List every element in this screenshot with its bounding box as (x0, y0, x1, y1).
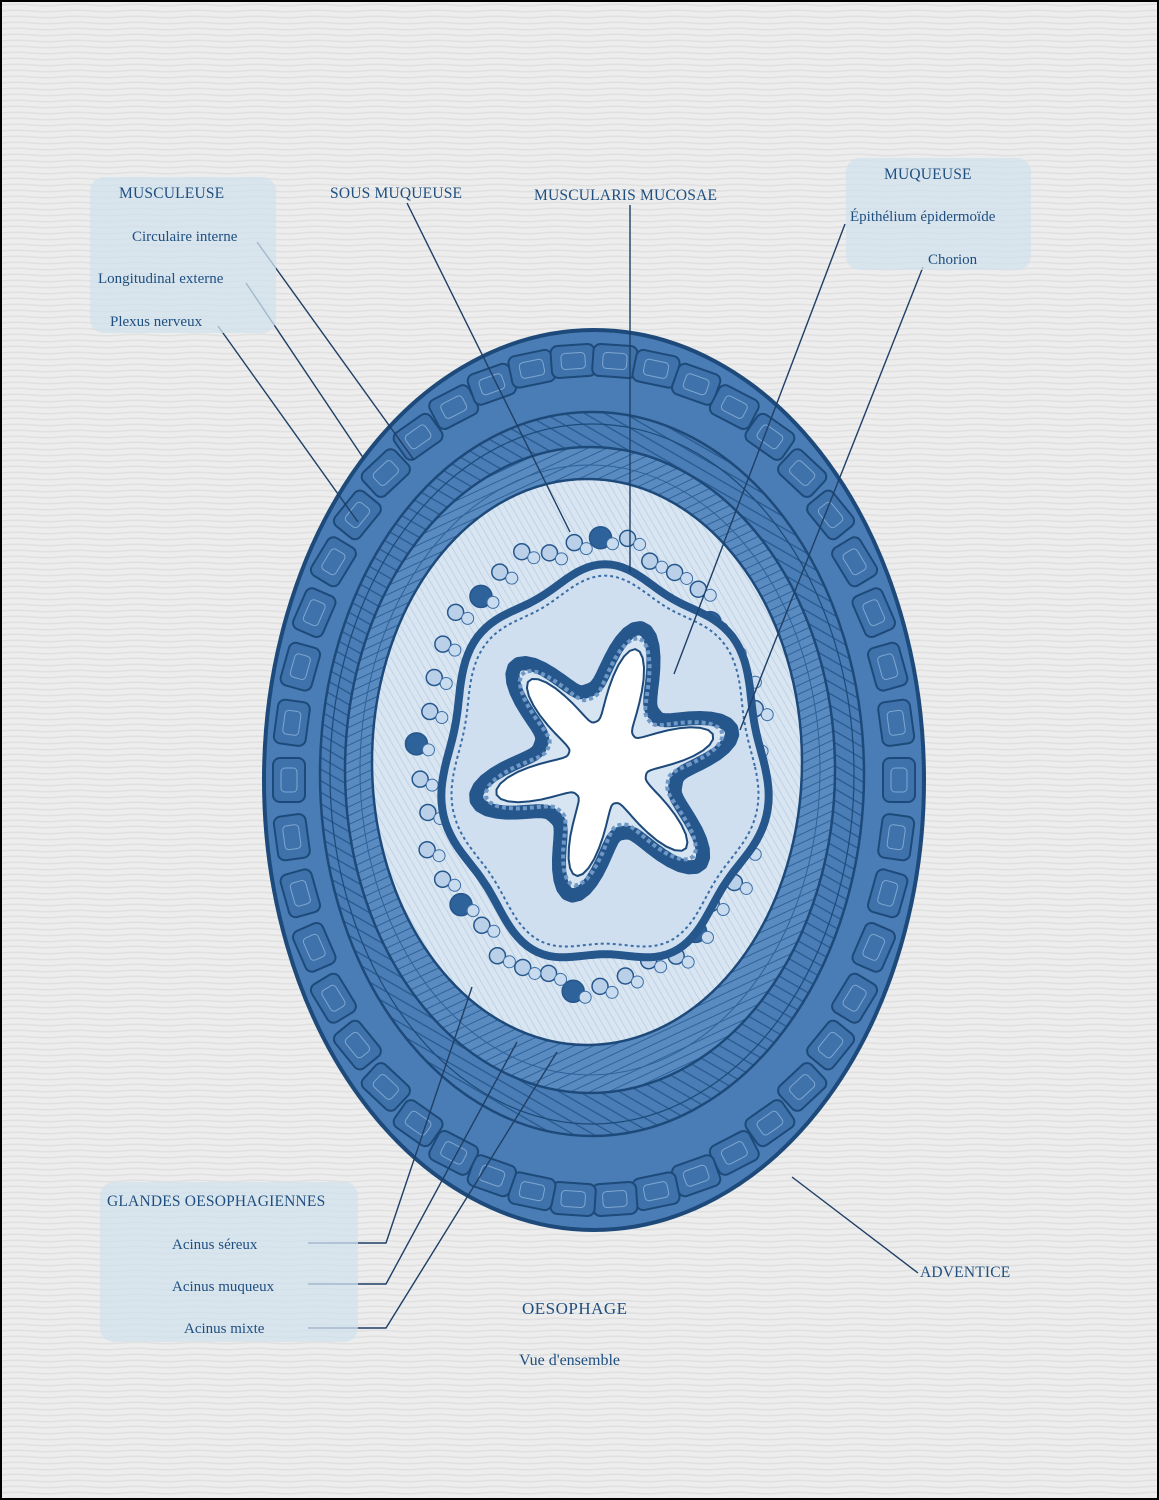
label-sous-muqueuse: SOUS MUQUEUSE (330, 185, 463, 202)
muqueuse-box (846, 158, 1031, 270)
label-longitudinal-externe: Longitudinal externe (98, 271, 224, 287)
label-acinus-mixte: Acinus mixte (184, 1321, 265, 1337)
muqueuse-title: MUQUEUSE (884, 166, 972, 183)
label-adventice: ADVENTICE (920, 1264, 1011, 1281)
glandes-box (100, 1182, 358, 1342)
label-chorion: Chorion (928, 252, 978, 268)
label-muscularis-mucosae: MUSCULARIS MUCOSAE (534, 187, 718, 204)
glandes-title: GLANDES OESOPHAGIENNES (107, 1193, 326, 1210)
plate-subtitle: Vue d'ensemble (519, 1352, 620, 1369)
lumen (495, 648, 715, 877)
label-acinus-muqueux: Acinus muqueux (172, 1279, 275, 1295)
label-plexus-nerveux: Plexus nerveux (110, 314, 203, 330)
musculeuse-box (90, 177, 276, 333)
musculeuse-title: MUSCULEUSE (119, 185, 225, 202)
label-epithelium: Épithélium épidermoïde (850, 209, 996, 225)
leader-lines (217, 202, 924, 1329)
label-circulaire-interne: Circulaire interne (132, 229, 238, 245)
label-acinus-sereux: Acinus séreux (172, 1237, 258, 1253)
plate-title: OESOPHAGE (522, 1299, 628, 1318)
